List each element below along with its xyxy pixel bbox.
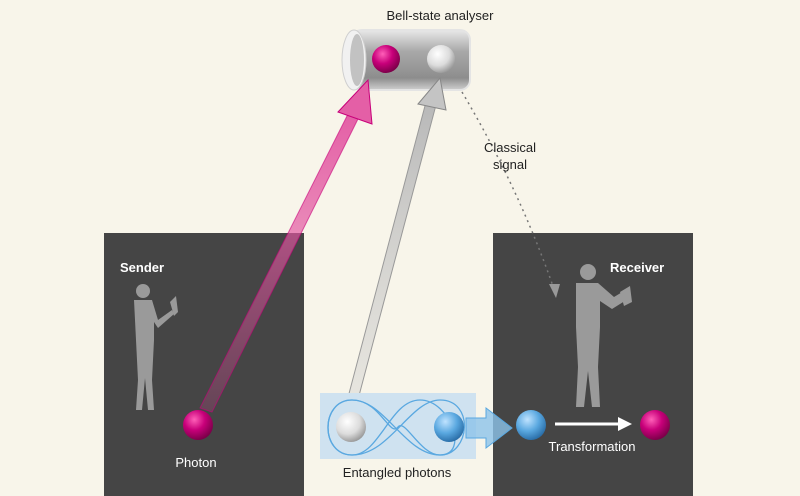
sender-person-icon [134,284,178,410]
classical-signal-arrowhead [549,284,560,298]
entangled-label: Entangled photons [343,465,452,480]
receiver-photon-blue [516,410,546,440]
analyser-photon-white [427,45,455,73]
classical-label-1: Classical [484,140,536,155]
analyser-label: Bell-state analyser [387,8,495,23]
receiver-person-icon [576,264,632,407]
entangled-photon-path-arrow [345,76,447,408]
transformation-label: Transformation [549,439,636,454]
photon-label: Photon [175,455,216,470]
entangled-photon-white [336,412,366,442]
sender-photon [183,410,213,440]
receiver-label: Receiver [610,260,664,275]
transfer-arrow [465,406,513,450]
entangled-photon-blue [434,412,464,442]
classical-label-2: signal [493,157,527,172]
bell-state-analyser [341,29,471,91]
analyser-photon-magenta [372,45,400,73]
sender-label: Sender [120,260,164,275]
receiver-photon-magenta [640,410,670,440]
photon-path-arrow [199,78,373,413]
transformation-arrowhead [618,417,632,431]
